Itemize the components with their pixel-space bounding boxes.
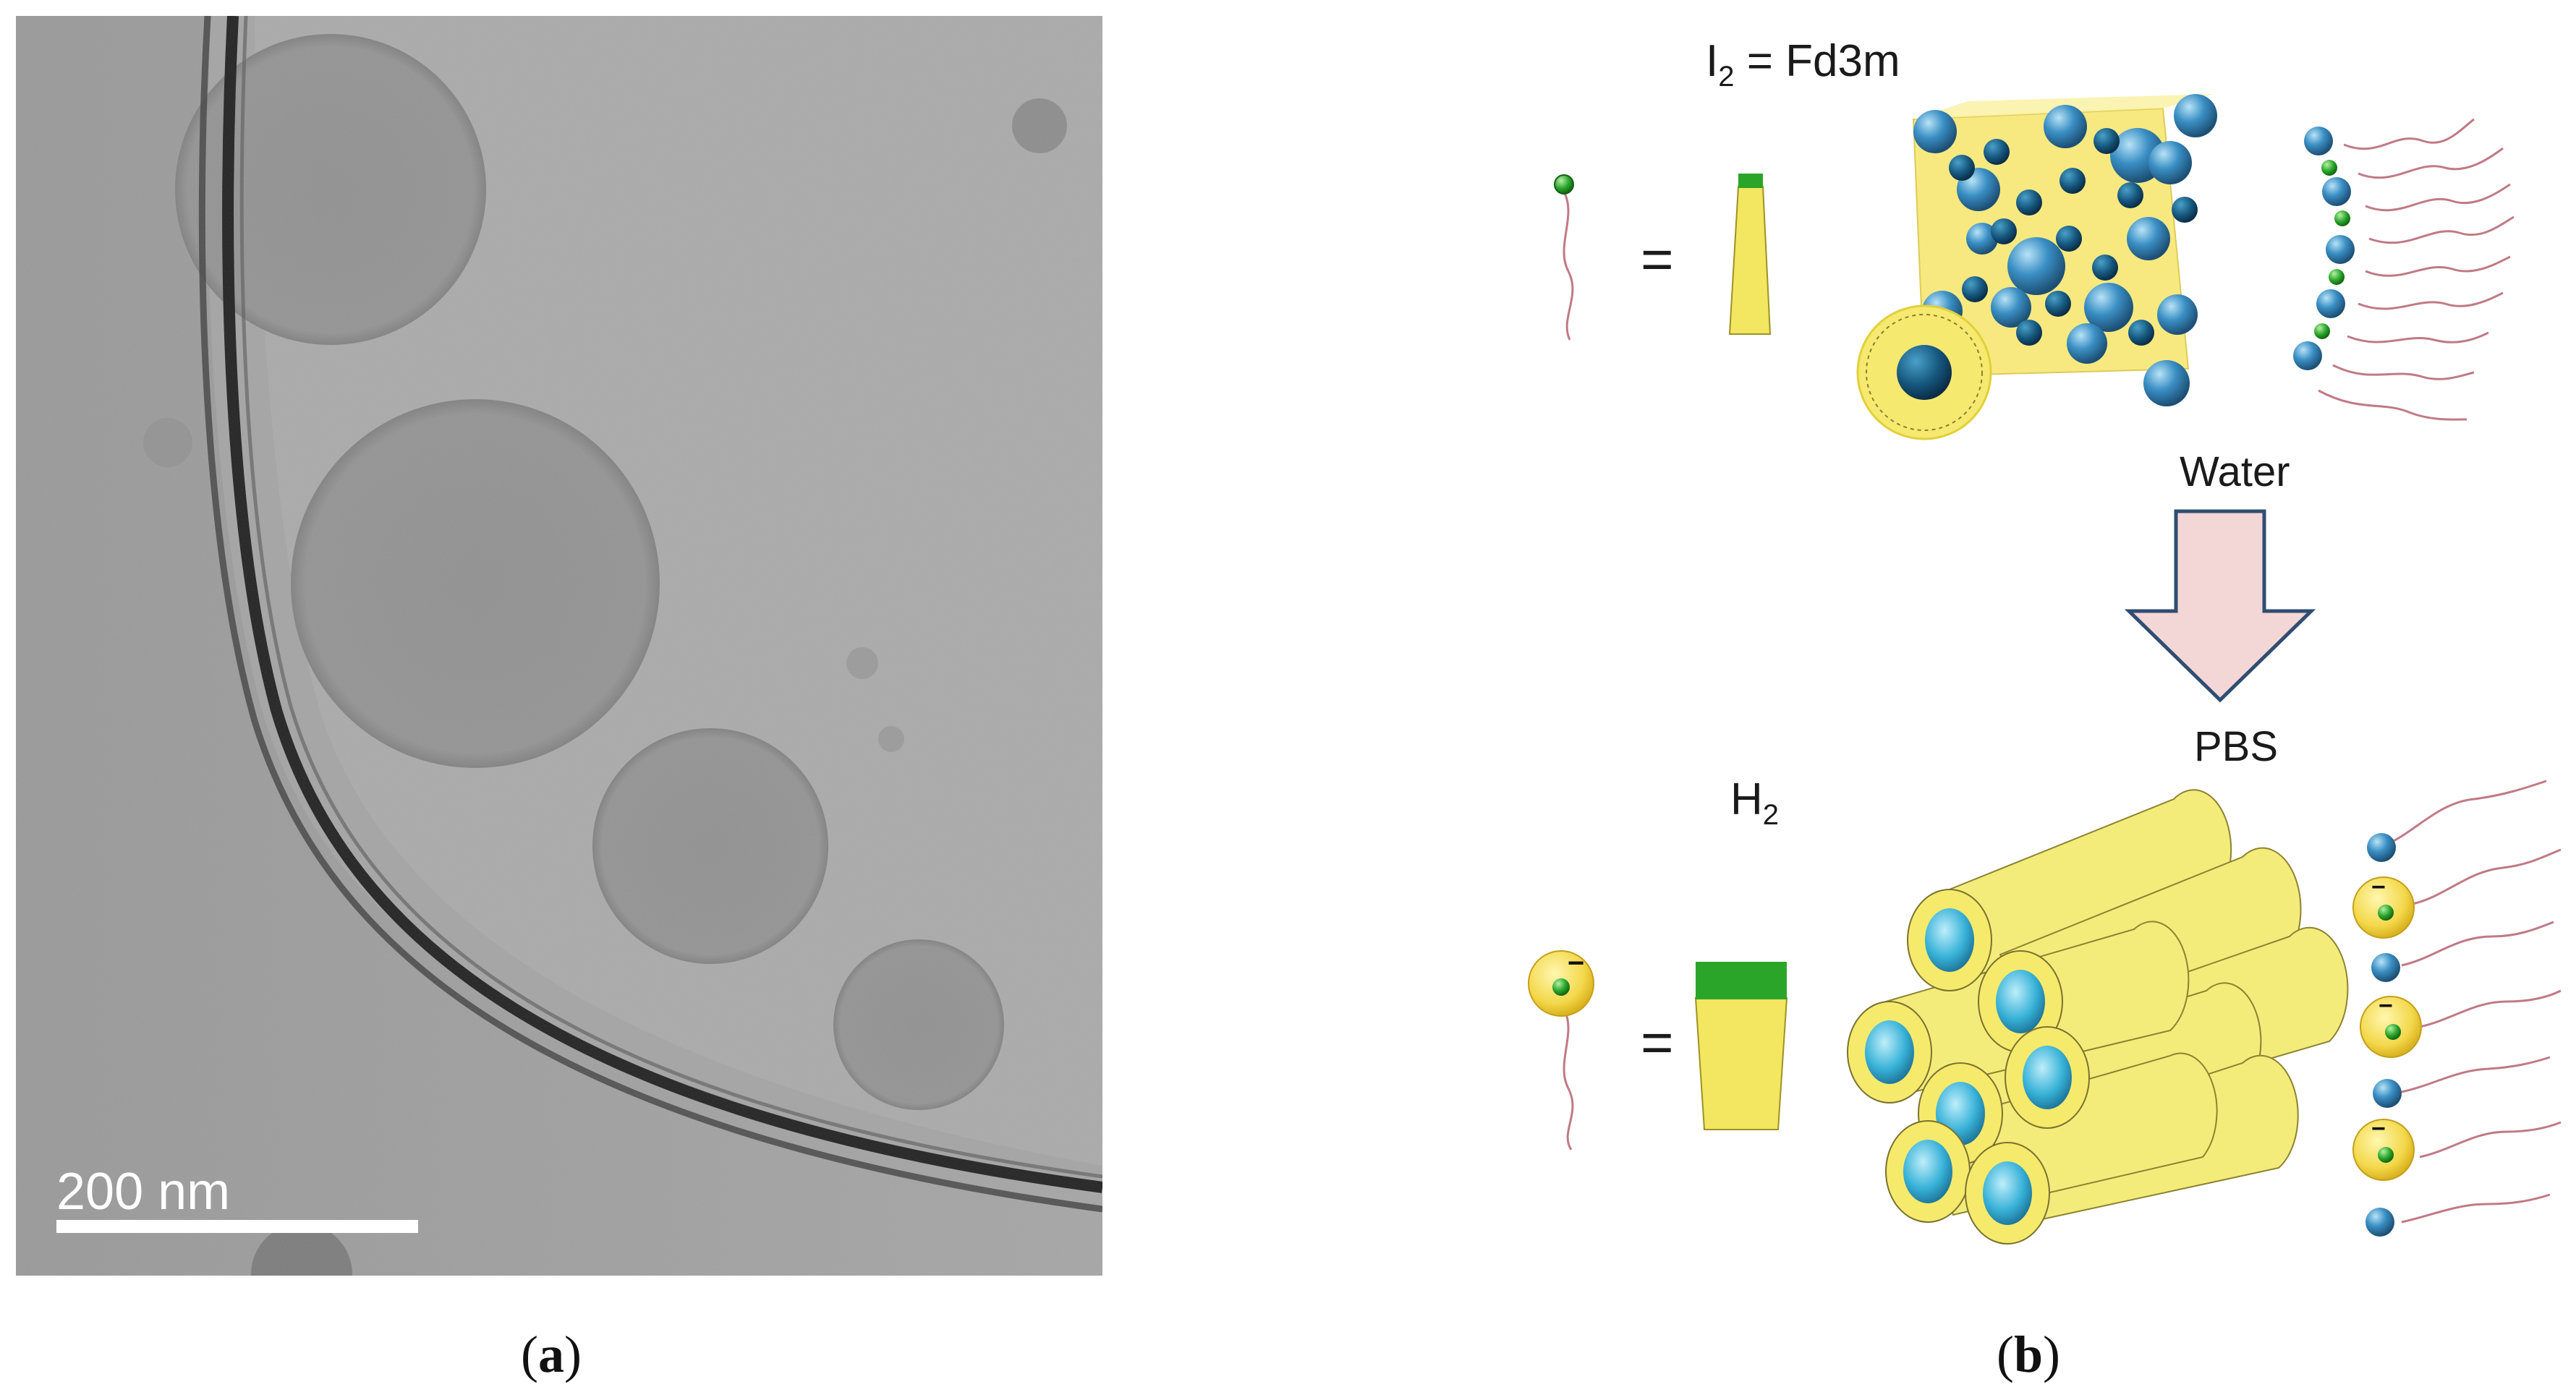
charge-sign: − bbox=[1568, 947, 1584, 979]
svg-text:−: − bbox=[2379, 992, 2393, 1020]
lipid-monolayer-top-icon bbox=[2293, 118, 2515, 421]
charged-lipid-molecule-icon bbox=[1528, 950, 1594, 1151]
phase-transition-schematic: I2 = Fd3m = bbox=[1528, 36, 2562, 1245]
scale-bar bbox=[56, 1220, 418, 1233]
transition-arrow-icon bbox=[2124, 509, 2316, 703]
lipid-molecule-icon bbox=[1554, 174, 1574, 341]
pbs-label: PBS bbox=[2194, 723, 2278, 770]
equals-sign-top: = bbox=[1641, 227, 1674, 291]
cryo-tem-micrograph: 200 nm bbox=[16, 16, 1102, 1276]
caption-a: (a) bbox=[521, 1326, 582, 1383]
inverted-cone-shape-icon bbox=[1728, 174, 1772, 335]
svg-text:−: − bbox=[2371, 1115, 2386, 1143]
scale-bar-label: 200 nm bbox=[56, 1163, 230, 1221]
i2-phase-label: I2 = Fd3m bbox=[1706, 36, 1900, 93]
equals-sign-bottom: = bbox=[1641, 1010, 1674, 1074]
caption-b: (b) bbox=[1997, 1326, 2061, 1383]
water-label: Water bbox=[2180, 448, 2290, 495]
fd3m-cubic-lattice-icon bbox=[1912, 94, 2217, 406]
cone-shape-icon bbox=[1694, 962, 1788, 1130]
hexagonal-cylinders-icon bbox=[1847, 789, 2349, 1245]
h2-phase-label: H2 bbox=[1730, 774, 1779, 831]
lipid-monolayer-bottom-icon: − − − bbox=[2352, 780, 2562, 1237]
svg-text:−: − bbox=[2371, 874, 2386, 901]
inverse-micelle-icon bbox=[1856, 304, 1992, 440]
